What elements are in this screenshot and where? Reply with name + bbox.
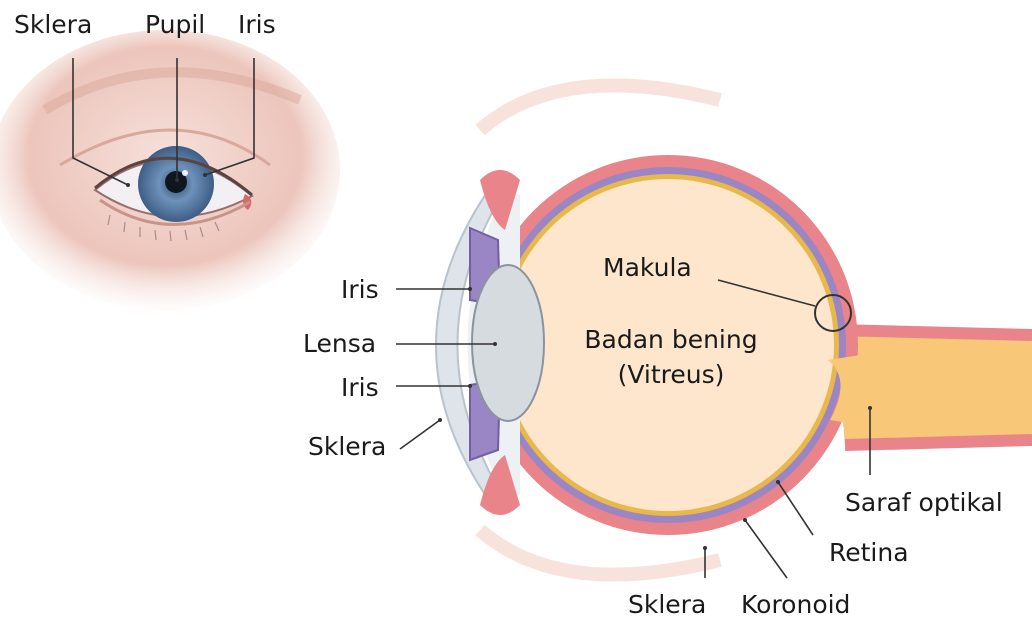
face-leader-lines — [72, 58, 255, 186]
upper-eyelashes — [94, 156, 253, 197]
label-choroid: Koronoid — [741, 590, 851, 619]
label-iris-upper: Iris — [341, 275, 379, 304]
label-optic-nerve: Saraf optikal — [845, 488, 1003, 517]
macula-marker — [814, 294, 852, 332]
label-lens: Lensa — [303, 329, 377, 358]
lens — [471, 264, 545, 422]
optic-nerve-shape — [835, 330, 1032, 445]
label-sclera-front: Sklera — [308, 432, 387, 461]
eyebrow — [42, 67, 302, 115]
label-pupil-face: Pupil — [145, 10, 206, 39]
pupil-external — [165, 171, 187, 193]
external-eye-illustration — [0, 30, 340, 310]
vitreous-body — [502, 179, 834, 511]
eye-cross-section — [435, 78, 1032, 582]
section-leader-lines — [396, 279, 871, 579]
label-vitreous-line1: Badan bening — [584, 325, 758, 354]
label-macula: Makula — [603, 253, 692, 282]
label-sclera-face: Sklera — [14, 10, 93, 39]
upper-lid-crease — [59, 128, 271, 167]
label-vitreous-line2: (Vitreus) — [617, 360, 725, 389]
label-retina: Retina — [829, 538, 909, 567]
label-iris-face: Iris — [238, 10, 276, 39]
label-iris-lower: Iris — [341, 373, 379, 402]
label-sclera-bottom: Sklera — [628, 590, 707, 619]
lower-lid — [99, 198, 251, 226]
